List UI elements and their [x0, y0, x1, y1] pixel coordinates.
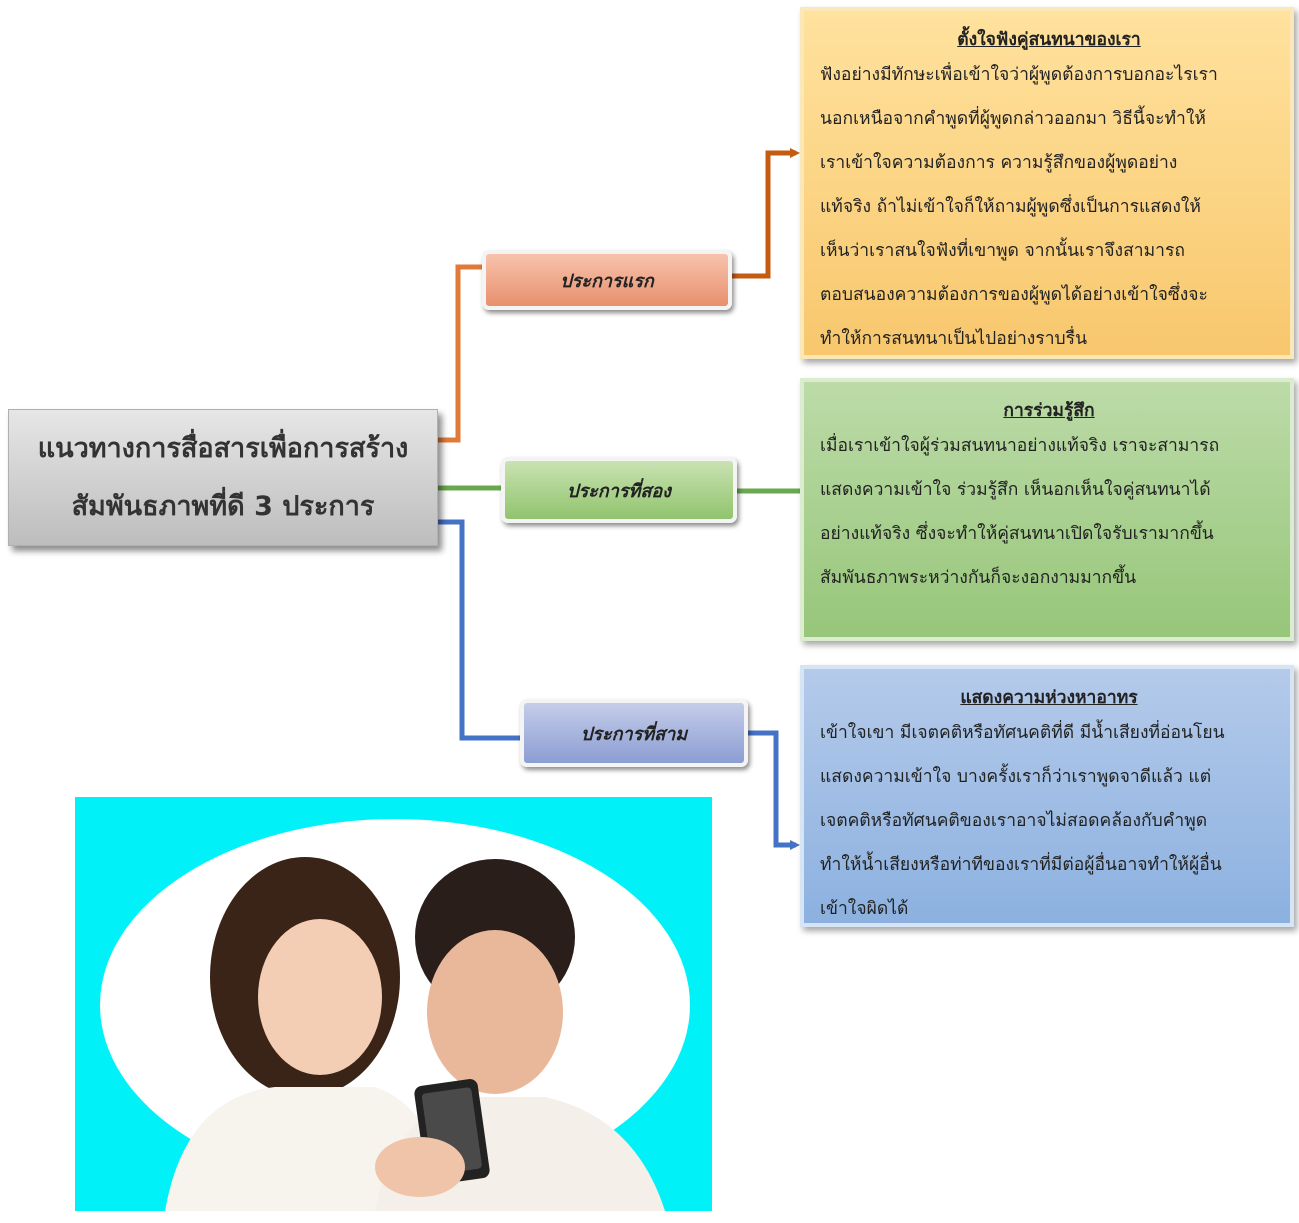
detail-line: อย่างแท้จริง ซึ่งจะทำให้คู่สนทนาเปิดใจรั…: [820, 524, 1214, 544]
people-illustration: [165, 857, 665, 1211]
detail-line: ตอบสนองความต้องการของผู้พูดได้อย่างเข้าใ…: [820, 285, 1208, 305]
detail-box-first: ตั้งใจฟังคู่สนทนาของเรา ฟังอย่างมีทักษะเ…: [800, 7, 1294, 359]
detail-line: แท้จริง ถ้าไม่เข้าใจก็ให้ถามผู้พูดซึ่งเป…: [820, 197, 1201, 217]
detail-line: เข้าใจเขา มีเจตคติหรือทัศนคติที่ดี มีน้ำ…: [820, 723, 1225, 743]
connector-main-to-third: [438, 519, 522, 741]
detail-line: สัมพันธภาพระหว่างกันก็จะงอกงามมากขึ้น: [820, 568, 1137, 588]
connector-main-to-first: [438, 264, 486, 443]
main-topic-box: แนวทางการสื่อสารเพื่อการสร้าง สัมพันธภาพ…: [8, 409, 438, 546]
detail-line: เมื่อเราเข้าใจผู้ร่วมสนทนาอย่างแท้จริง เ…: [820, 436, 1220, 456]
detail-heading: แสดงความห่วงหาอาทร: [960, 688, 1138, 708]
detail-line: เราเข้าใจความต้องการ ความรู้สึกของผู้พูด…: [820, 153, 1178, 173]
detail-box-second: การร่วมรู้สึก เมื่อเราเข้าใจผู้ร่วมสนทนา…: [800, 378, 1294, 641]
detail-heading: การร่วมรู้สึก: [1003, 401, 1095, 421]
connector-third-to-detail: [748, 730, 800, 850]
woman-older-face: [427, 930, 563, 1094]
detail-line: ฟังอย่างมีทักษะเพื่อเข้าใจว่าผู้พูดต้องก…: [820, 65, 1218, 85]
detail-line: แสดงความเข้าใจ บางครั้งเราก็ว่าเราพูดจาด…: [820, 767, 1212, 787]
detail-box-third: แสดงความห่วงหาอาทร เข้าใจเขา มีเจตคติหรื…: [800, 665, 1294, 927]
detail-line: เข้าใจผิดได้: [820, 899, 909, 919]
branch-third: ประการที่สาม: [520, 699, 748, 767]
main-topic-line-1: แนวทางการสื่อสารเพื่อการสร้าง: [37, 432, 409, 464]
detail-line: ทำให้น้ำเสียงหรือท่าทีของเราที่มีต่อผู้อ…: [820, 855, 1222, 875]
detail-line: แสดงความเข้าใจ ร่วมรู้สึก เห็นอกเห็นใจคู…: [820, 480, 1211, 500]
detail-heading: ตั้งใจฟังคู่สนทนาของเรา: [957, 30, 1141, 50]
branch-first: ประการแรก: [482, 250, 732, 310]
branch-second: ประการที่สอง: [501, 457, 737, 523]
woman-young-face: [258, 919, 382, 1075]
connector-first-to-detail: [732, 148, 800, 279]
main-topic-line-2: สัมพันธภาพที่ดี 3 ประการ: [71, 490, 375, 522]
detail-line: นอกเหนือจากคำพูดที่ผู้พูดกล่าวออกมา วิธี…: [820, 109, 1206, 129]
photo-two-women-smartphone: [75, 797, 712, 1211]
hand: [375, 1137, 465, 1197]
detail-line: เห็นว่าเราสนใจฟังที่เขาพูด จากนั้นเราจึง…: [820, 241, 1185, 261]
detail-line: ทำให้การสนทนาเป็นไปอย่างราบรื่น: [820, 329, 1088, 349]
detail-line: เจตคติหรือทัศนคติของเราอาจไม่สอดคล้องกับ…: [820, 811, 1208, 831]
